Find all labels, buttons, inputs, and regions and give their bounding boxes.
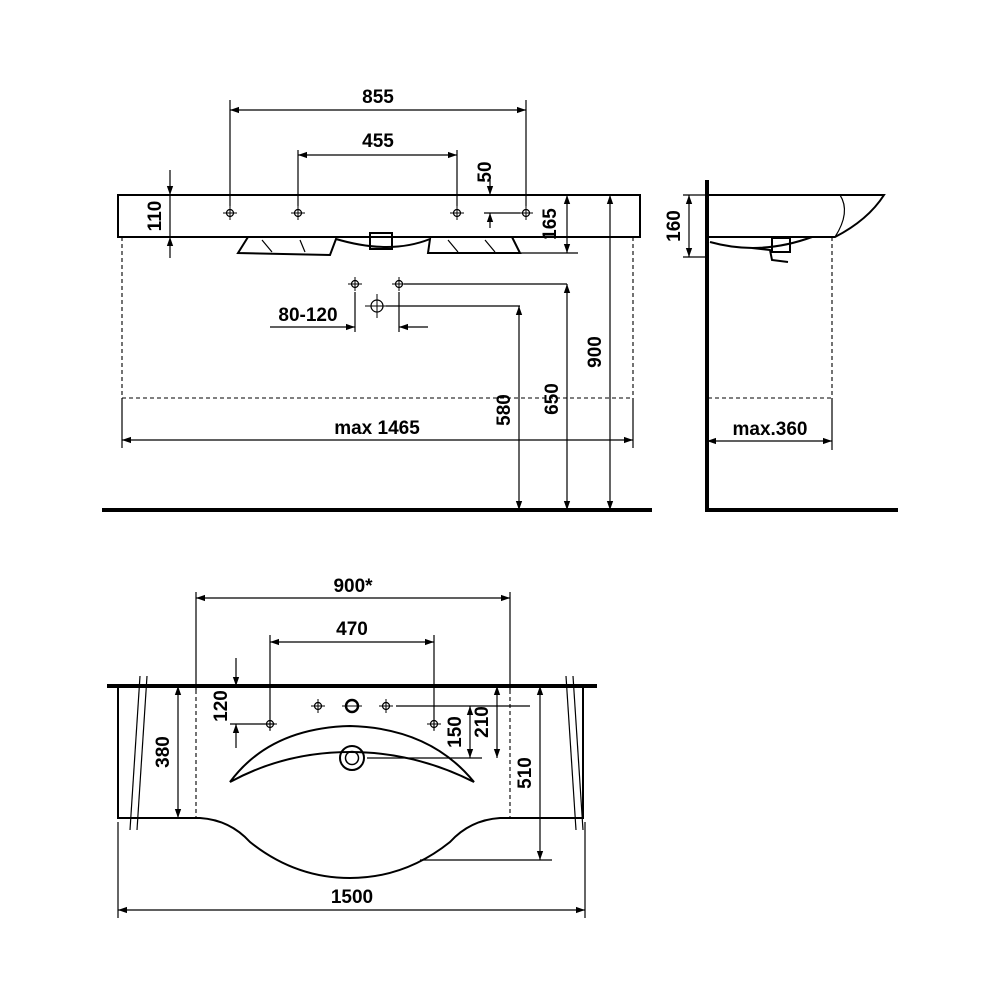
front-tap-hole-right-inner [449,205,465,221]
front-supply-right-icon [391,276,407,292]
dim-110-label: 110 [145,201,166,232]
top-tap-hole-left [310,698,326,714]
dim-650-label: 650 [542,383,563,415]
dim-470-label: 470 [336,619,368,640]
dim-120-label: 120 [211,690,232,722]
top-tap-hole-icon [342,698,362,714]
dim-1500-label: 1500 [331,887,373,908]
dim-80-120-label: 80-120 [278,305,337,326]
dim-210-label: 210 [472,706,493,738]
side-view: 160 max.360 [664,180,898,512]
dim-165-label: 165 [540,208,561,240]
dim-455-label: 455 [362,131,394,152]
dim-max-1465-label: max 1465 [334,418,420,439]
top-basin-outline [117,686,584,880]
side-basin-profile [707,194,886,238]
dim-150-label: 150 [445,716,466,748]
dim-50-label: 50 [475,161,496,182]
dim-160-label: 160 [664,210,685,242]
dim-855-label: 855 [362,87,394,108]
top-view: 900* 470 120 380 150 210 510 1500 [107,576,597,918]
front-supply-left-icon [347,276,363,292]
top-drain-icon [339,745,365,771]
dim-580-label: 580 [494,394,515,426]
front-drain-outlet-icon [365,294,389,318]
dim-900-star-label: 900* [333,576,373,597]
dim-max-360-label: max.360 [732,419,807,440]
front-tap-hole-left-outer [222,205,238,221]
dim-900-label: 900 [585,336,606,368]
dim-380-label: 380 [153,736,174,768]
front-tap-hole-left-inner [290,205,306,221]
front-tap-hole-right-outer [518,205,534,221]
top-tap-hole-right [378,698,394,714]
front-basin-bowl [236,236,522,257]
dim-510-label: 510 [515,757,536,789]
top-basin-bowl [229,724,475,783]
front-view: 855 455 50 110 165 [102,87,652,512]
front-basin-slab [117,194,641,238]
